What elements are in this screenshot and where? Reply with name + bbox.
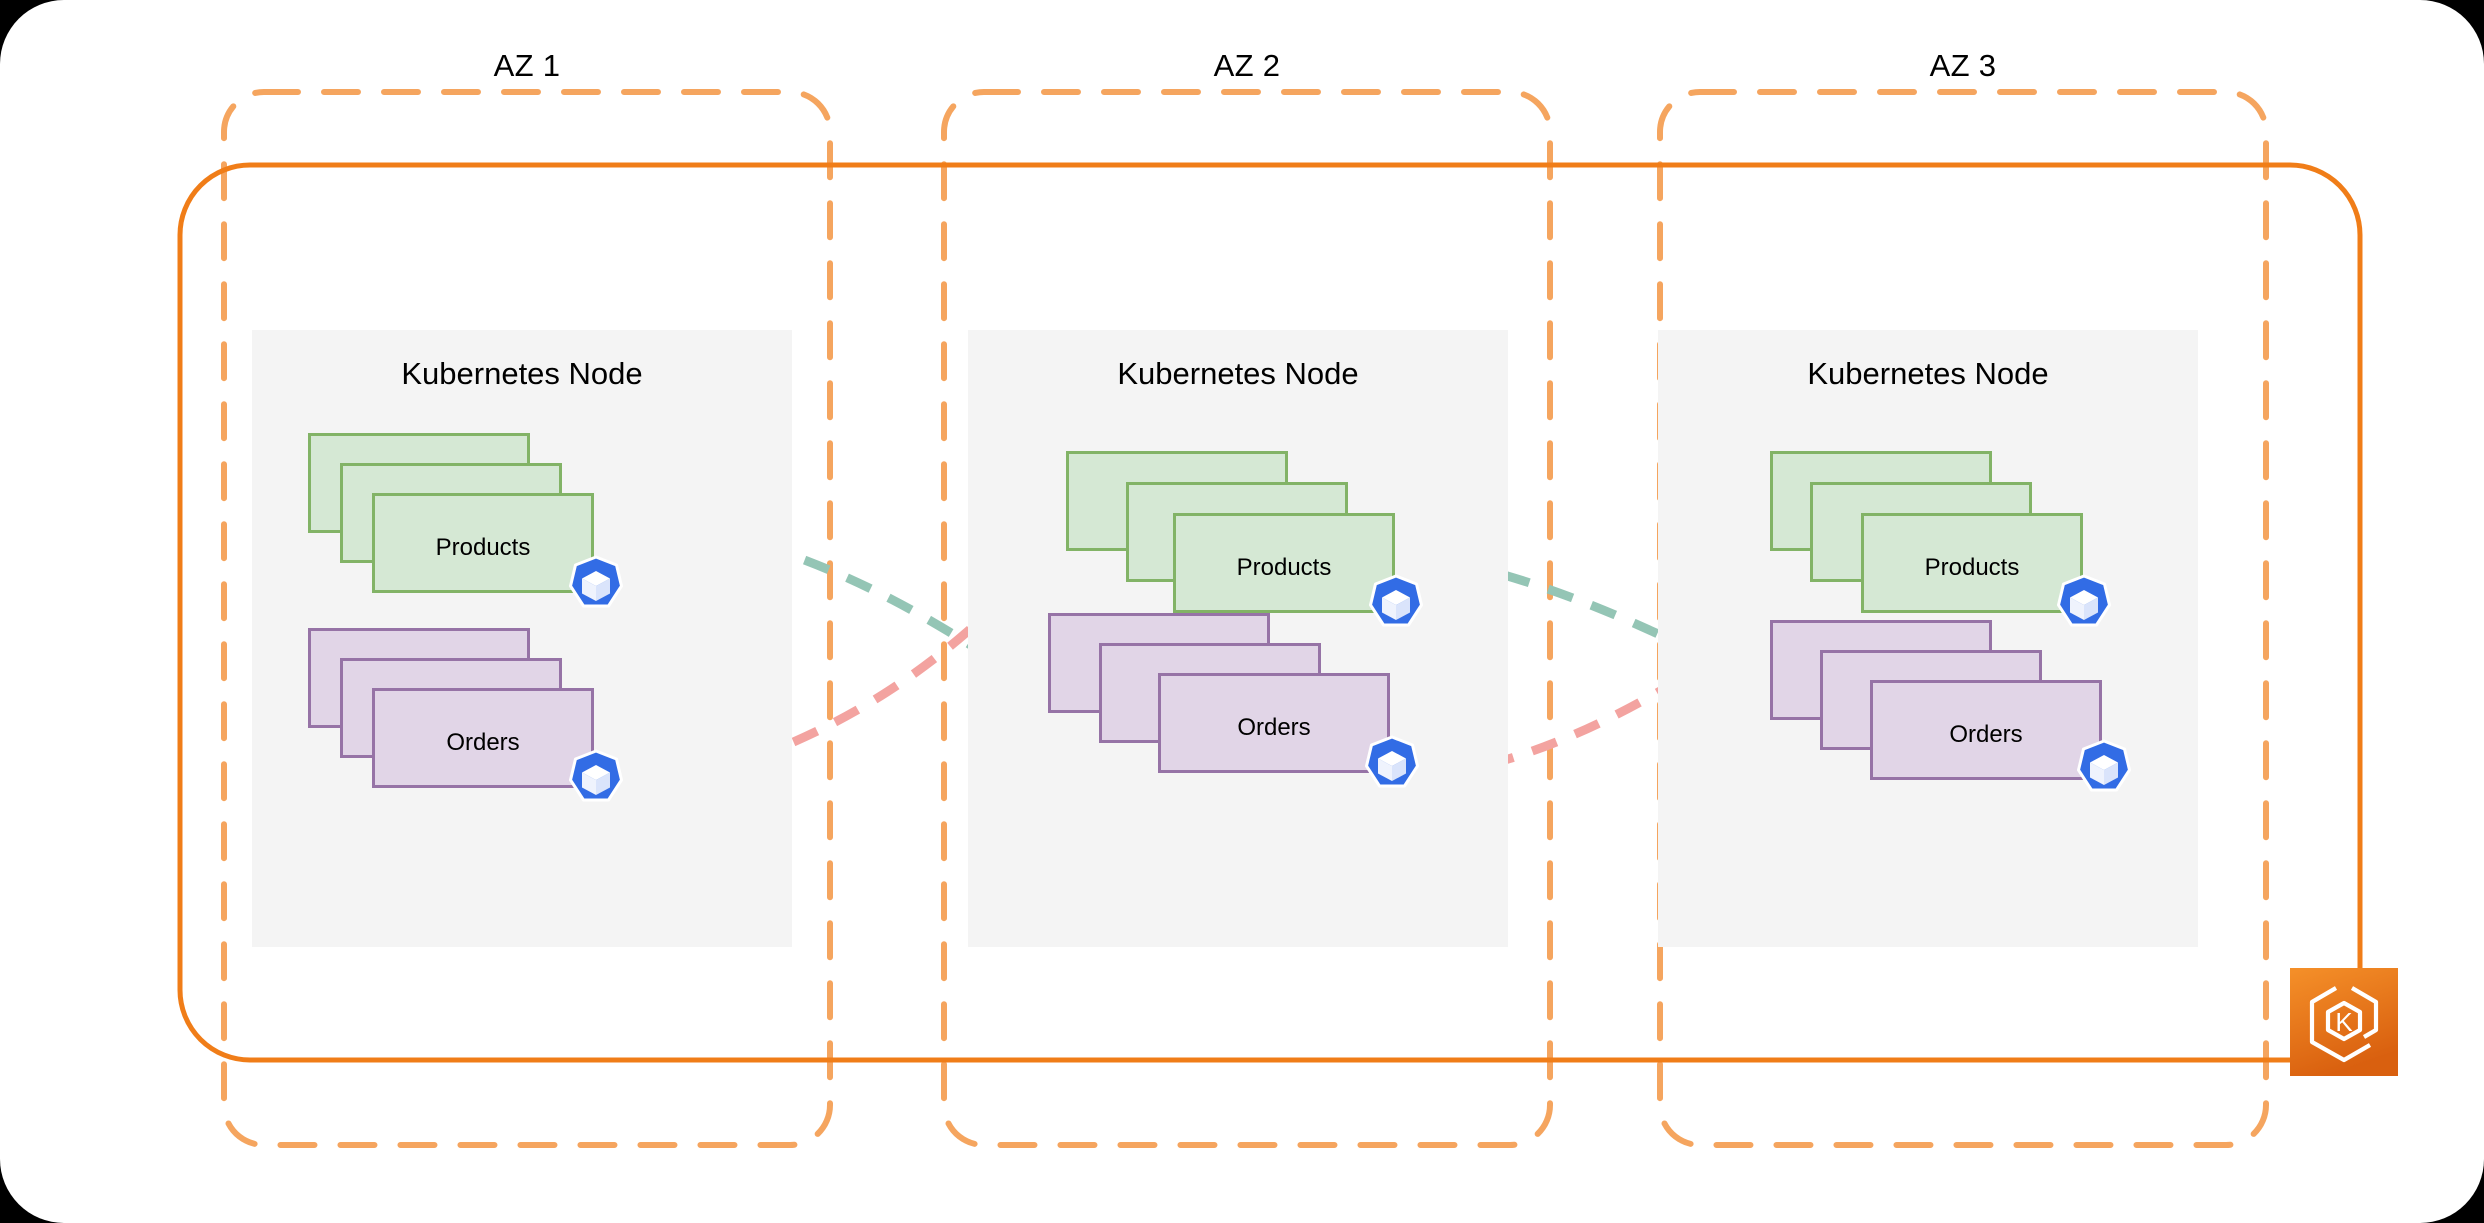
pod-replica-primary[interactable]: Products xyxy=(1861,513,2083,613)
az-label-2: AZ 2 xyxy=(1213,48,1281,83)
az-label-3: AZ 3 xyxy=(1929,48,1997,83)
kubernetes-node-az3[interactable]: Kubernetes Node Products Orders xyxy=(1658,330,2198,947)
pod-replica-primary[interactable]: Products xyxy=(1173,513,1395,613)
pod-replica-primary[interactable]: Products xyxy=(372,493,594,593)
pod-label-products-az2: Products xyxy=(1236,554,1332,581)
pod-stack-products-az3[interactable]: Products xyxy=(1658,330,2198,947)
pod-replica-primary[interactable]: Orders xyxy=(1158,673,1390,773)
node-title-az2: Kubernetes Node xyxy=(1117,356,1359,391)
connector-az1-orders-to-az2-products xyxy=(616,544,1056,797)
eks-cluster-boundary xyxy=(177,162,2363,1063)
kubernetes-pod-icon xyxy=(2052,573,2116,637)
pod-replica-primary[interactable]: Orders xyxy=(1870,680,2102,780)
kubernetes-pod-icon xyxy=(564,554,628,618)
az-boundary-1 xyxy=(221,89,833,1148)
connector-az2-products-to-az3-orders xyxy=(1414,548,1848,727)
node-title-az3: Kubernetes Node xyxy=(1807,356,2049,391)
eks-logo-glyph: K xyxy=(2335,1007,2353,1037)
kubernetes-node-az2[interactable]: Kubernetes Node Products Orders xyxy=(968,330,1508,947)
kubernetes-pod-icon xyxy=(1360,734,1424,798)
kubernetes-pod-icon xyxy=(1364,573,1428,637)
aws-eks-logo-icon: K xyxy=(2290,968,2398,1076)
pod-label-orders-az1: Orders xyxy=(446,729,520,756)
pod-stack-orders-az1[interactable]: Orders xyxy=(252,330,792,947)
pod-label-orders-az2: Orders xyxy=(1237,714,1311,741)
pod-replica-primary[interactable]: Orders xyxy=(372,688,594,788)
pod-stack-orders-az2[interactable]: Orders xyxy=(968,330,1508,947)
kubernetes-node-az1[interactable]: Kubernetes Node Products Orders xyxy=(252,330,792,947)
kubernetes-pod-icon xyxy=(564,748,628,812)
kubernetes-pod-icon xyxy=(2072,738,2136,802)
pod-stack-orders-az3[interactable]: Orders xyxy=(1658,330,2198,947)
az-label-1: AZ 1 xyxy=(493,48,561,83)
pod-label-orders-az3: Orders xyxy=(1949,721,2023,748)
node-title-az1: Kubernetes Node xyxy=(401,356,643,391)
pod-stack-products-az1[interactable]: Products xyxy=(252,330,792,947)
pod-label-products-az3: Products xyxy=(1924,554,2020,581)
pod-label-products-az1: Products xyxy=(435,534,531,561)
az-boundary-2 xyxy=(941,89,1553,1148)
pod-stack-products-az2[interactable]: Products xyxy=(968,330,1508,947)
